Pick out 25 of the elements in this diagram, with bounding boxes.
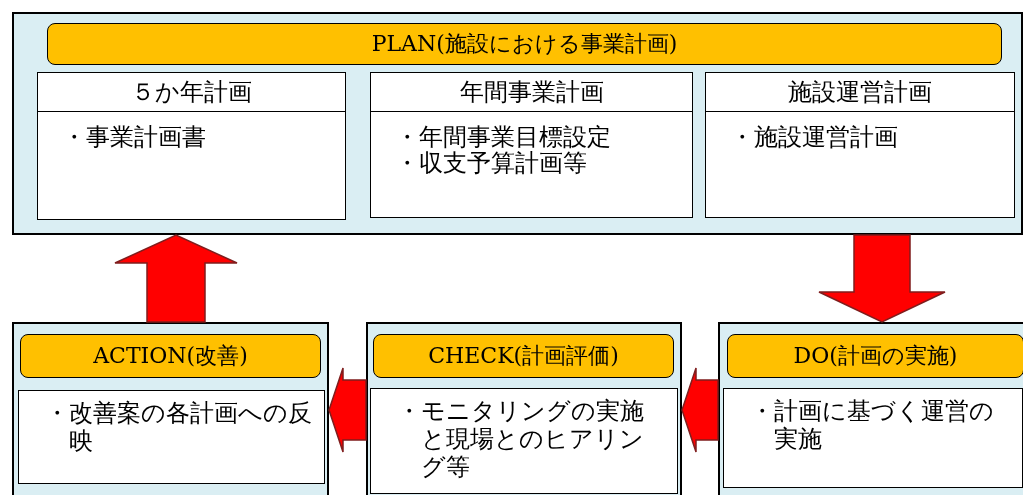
block-arrow (681, 367, 719, 453)
note-box: ・改善案の各計画への反映 (18, 390, 325, 484)
bullet-item: ・施設運営計画 (730, 125, 899, 149)
card-heading: ５か年計画 (38, 73, 345, 112)
note-box: ・モニタリングの実施と現場とのヒアリング等 (370, 388, 678, 494)
header-bar: DO(計画の実施) (727, 334, 1023, 378)
section-panel (718, 322, 1023, 495)
bullet-item: ・事業計画書 (62, 125, 207, 149)
plan-card (370, 72, 693, 218)
header-bar: ACTION(改善) (20, 334, 321, 378)
section-panel (12, 12, 1023, 235)
block-arrow (114, 234, 238, 323)
section-panel (12, 322, 329, 495)
bullet-item: ・収支予算計画等 (395, 151, 588, 175)
note-box: ・計画に基づく運営の実施 (723, 388, 1023, 488)
plan-card (705, 72, 1015, 218)
block-arrow (328, 367, 367, 453)
header-bar: CHECK(計画評価) (373, 334, 674, 378)
block-arrow (818, 234, 946, 323)
card-heading: 施設運営計画 (706, 73, 1014, 112)
plan-card (37, 72, 346, 220)
bullet-item: ・年間事業目標設定 (395, 125, 612, 149)
section-panel (366, 322, 682, 495)
header-bar: PLAN(施設における事業計画) (47, 23, 1002, 65)
card-heading: 年間事業計画 (371, 73, 692, 112)
